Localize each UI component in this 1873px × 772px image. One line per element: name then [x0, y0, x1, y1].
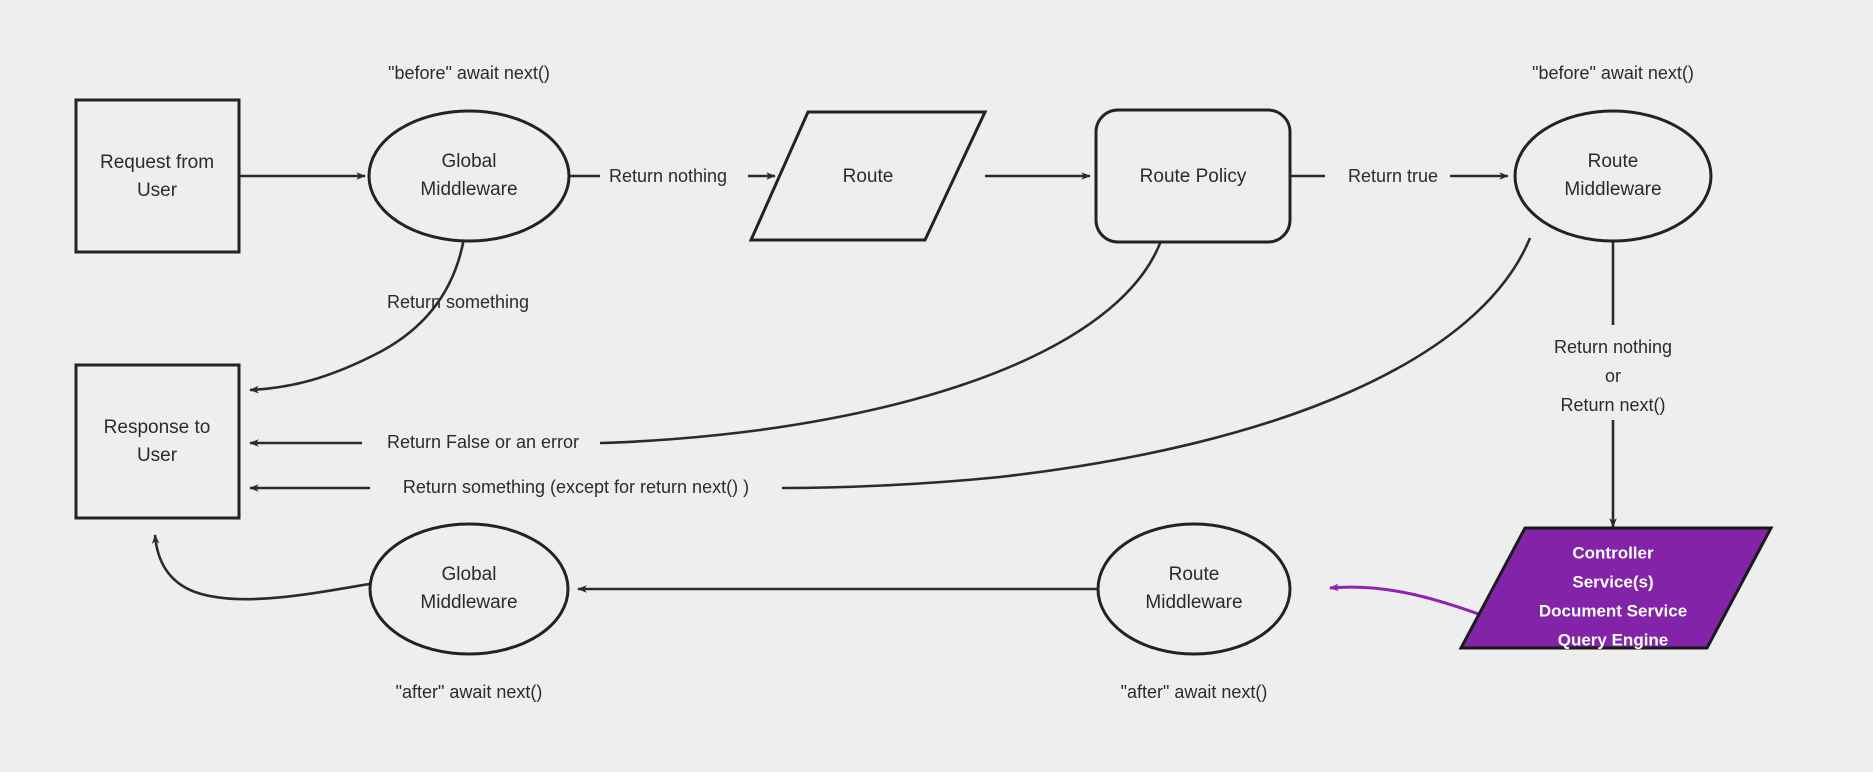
node-global-middleware-after-line2: Middleware [420, 592, 517, 613]
node-route-middleware-before-line2: Middleware [1564, 179, 1661, 200]
edge-label-return-true: Return true [1348, 166, 1438, 186]
node-global-middleware-before-line2: Middleware [420, 179, 517, 200]
edge-global-middleware-return-something: Return something [249, 237, 529, 394]
node-route-policy[interactable]: Route Policy [1094, 108, 1292, 244]
edge-route-middleware-return-something-except: Return something (except for return next… [249, 237, 1532, 497]
node-global-middleware-after[interactable]: Global Middleware [368, 522, 570, 656]
node-controller-services-line2: Service(s) [1572, 572, 1653, 591]
annotation-after-await-next-route: "after" await next() [1121, 682, 1268, 702]
node-route-label: Route [843, 166, 894, 187]
node-global-middleware-before-line1: Global [442, 151, 497, 172]
node-route-middleware-after-line1: Route [1169, 564, 1220, 585]
node-route-middleware-before-line1: Route [1588, 151, 1639, 172]
edge-route-policy-to-route-middleware: Return true [1290, 166, 1509, 186]
node-route-middleware-before[interactable]: Route Middleware [1513, 109, 1713, 243]
node-response-to-user-line1: Response to [104, 417, 211, 438]
node-global-middleware-before[interactable]: Global Middleware [367, 109, 571, 243]
edge-label-return-nothing-line2: or [1605, 366, 1621, 386]
edge-global-middleware-to-route: Return nothing [568, 166, 776, 186]
node-controller-services-line1: Controller [1572, 543, 1654, 562]
node-controller-services-line4: Query Engine [1558, 630, 1669, 649]
edge-label-return-nothing: Return nothing [609, 166, 727, 186]
edge-global-middleware-after-to-response [151, 534, 376, 601]
annotation-before-await-next-route: "before" await next() [1532, 63, 1694, 83]
node-route-middleware-after[interactable]: Route Middleware [1096, 522, 1292, 656]
node-controller-services[interactable]: Controller Service(s) Document Service Q… [1458, 526, 1774, 650]
node-route-policy-label: Route Policy [1140, 166, 1247, 187]
node-request-from-user-line1: Request from [100, 152, 214, 173]
node-request-from-user[interactable]: Request from User [74, 98, 241, 254]
node-controller-services-line3: Document Service [1539, 601, 1687, 620]
edge-label-return-false-or-error: Return False or an error [387, 432, 579, 452]
annotation-before-await-next-global: "before" await next() [388, 63, 550, 83]
node-request-from-user-line2: User [137, 180, 178, 201]
node-response-to-user-line2: User [137, 445, 178, 466]
edge-route-middleware-to-controller: Return nothing or Return next() [1554, 241, 1672, 528]
node-route-middleware-after-line2: Middleware [1145, 592, 1242, 613]
edge-controller-to-route-middleware-after [1329, 583, 1496, 622]
edge-route-policy-return-false: Return False or an error [249, 237, 1164, 452]
edge-label-return-nothing-line3: Return next() [1560, 395, 1665, 415]
edge-label-return-something-except-next: Return something (except for return next… [403, 477, 749, 497]
node-route[interactable]: Route [748, 110, 988, 242]
annotation-after-await-next-global: "after" await next() [396, 682, 543, 702]
edge-label-return-something: Return something [387, 292, 529, 312]
node-response-to-user[interactable]: Response to User [74, 363, 241, 520]
node-global-middleware-after-line1: Global [442, 564, 497, 585]
edge-label-return-nothing-line1: Return nothing [1554, 337, 1672, 357]
